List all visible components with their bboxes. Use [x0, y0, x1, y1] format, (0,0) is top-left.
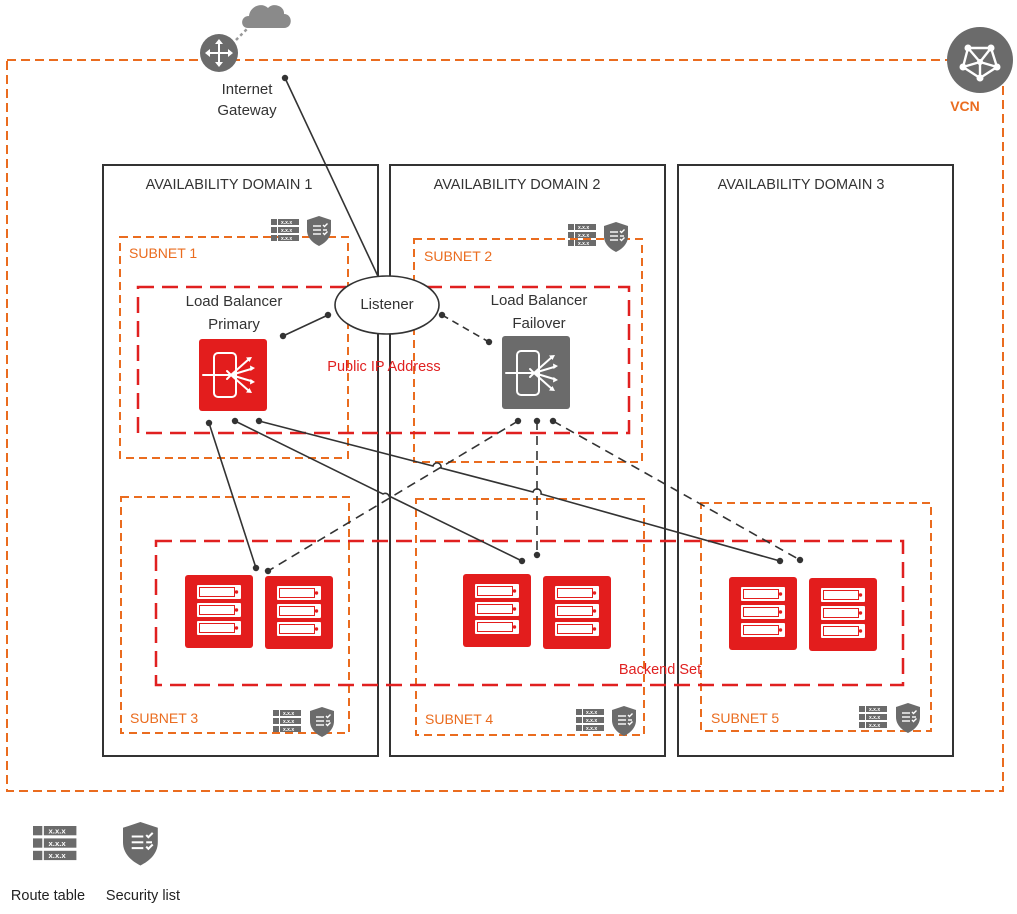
listener-node — [334, 275, 440, 335]
subnet-3 — [120, 496, 350, 734]
router-icon — [200, 34, 238, 72]
ad2-title: AVAILABILITY DOMAIN 2 — [434, 177, 601, 193]
subnet-5-security-list-icon — [895, 702, 921, 734]
server-icon — [463, 574, 531, 647]
gateway-label-line1: Internet — [222, 81, 274, 98]
ad3-title: AVAILABILITY DOMAIN 3 — [718, 177, 885, 193]
legend-route-table-label: Route table — [11, 888, 85, 904]
security-list-icon — [121, 820, 159, 867]
subnet-5-label: SUBNET 5 — [711, 710, 779, 726]
availability-domain-1 — [102, 164, 379, 757]
server-icon — [185, 575, 253, 648]
subnet-5-route-table-icon — [859, 706, 887, 729]
lb-primary-label-line1: Load Balancer — [186, 293, 283, 310]
public-ip-label: Public IP Address — [327, 359, 440, 375]
subnet-4 — [415, 498, 645, 736]
subnet-1 — [119, 236, 349, 459]
gateway-listener-link — [284, 77, 384, 288]
lb-failover-node — [502, 336, 570, 409]
failover-backend-3-link — [552, 420, 801, 561]
lb-failover-label-line1: Load Balancer — [491, 292, 588, 309]
legend-security-list-label: Security list — [106, 888, 180, 904]
backend-set-zone — [154, 539, 905, 687]
server-icon — [543, 576, 611, 649]
availability-domain-3 — [677, 164, 954, 757]
ad1-title: AVAILABILITY DOMAIN 1 — [146, 177, 313, 193]
subnet-3-route-table-icon — [273, 710, 301, 733]
route-table-icon — [33, 826, 77, 861]
lb-primary-label-line2: Primary — [208, 316, 260, 333]
cloud-icon — [242, 5, 291, 29]
subnet-1-route-table-icon — [271, 219, 299, 242]
server-icon — [809, 578, 877, 651]
legend: Route table Security list — [11, 820, 180, 904]
vcn-label: VCN — [950, 98, 980, 114]
subnet-1-security-list-icon — [306, 215, 332, 247]
connection-lines — [208, 77, 801, 572]
subnet-2 — [413, 238, 643, 463]
listener-label: Listener — [360, 296, 413, 313]
listener-failover-link — [441, 314, 490, 343]
primary-backend-2-link — [234, 420, 523, 562]
subnet-3-label: SUBNET 3 — [130, 710, 198, 726]
subnet-4-security-list-icon — [611, 705, 637, 737]
vcn-network-icon — [947, 27, 1013, 93]
listener-primary-link — [282, 314, 329, 337]
failover-backend-1-link — [267, 420, 519, 572]
subnet-4-label: SUBNET 4 — [425, 711, 493, 727]
availability-domain-2 — [389, 164, 666, 757]
lb-failover-label-line2: Failover — [512, 315, 565, 332]
gateway-label-line2: Gateway — [217, 102, 277, 119]
primary-backend-3-link — [258, 420, 781, 562]
subnet-4-route-table-icon — [576, 709, 604, 732]
server-icon — [265, 576, 333, 649]
lb-primary-node — [199, 339, 267, 411]
subnet-5 — [700, 502, 932, 732]
subnet-2-security-list-icon — [603, 221, 629, 253]
connection-endpoints — [205, 74, 804, 575]
subnet-2-label: SUBNET 2 — [424, 248, 492, 264]
subnet-1-label: SUBNET 1 — [129, 245, 197, 261]
backend-set-label: Backend Set — [619, 662, 701, 678]
subnet-2-route-table-icon — [568, 224, 596, 247]
primary-backend-1-link — [208, 422, 257, 569]
vcn-boundary — [6, 59, 1004, 792]
server-icon — [729, 577, 797, 650]
